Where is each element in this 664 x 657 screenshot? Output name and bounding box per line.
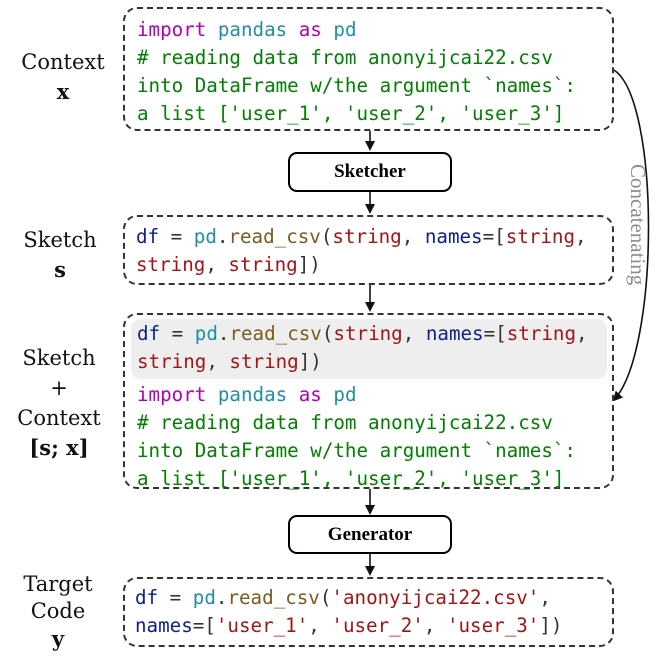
- label-context: Context x: [8, 48, 118, 106]
- combined-arg1: string: [333, 322, 403, 345]
- combined-var: df: [137, 322, 161, 345]
- target-sep1: ,: [308, 614, 332, 637]
- target-file: 'anonyijcai22.csv': [331, 586, 540, 609]
- module-name: pandas: [217, 18, 288, 41]
- target-var: df: [135, 586, 159, 609]
- sketch-close: ]): [297, 253, 321, 276]
- concatenating-label: Concatenating: [626, 164, 650, 286]
- label-context-text: Context: [21, 50, 105, 74]
- comment-line-3: a list ['user_1', 'user_2', 'user_3']: [137, 102, 565, 125]
- combined-dot: .: [217, 322, 230, 345]
- combined-kw-eq: =[: [483, 322, 507, 345]
- label-target: Target Code y: [3, 571, 113, 652]
- sketch-comma1: ,: [575, 225, 587, 248]
- sketch-arg2: string: [505, 225, 576, 248]
- sketch-comma2: ,: [205, 253, 229, 276]
- sketch-box: df = pd.read_csv(string, names=[string, …: [123, 215, 614, 285]
- sketch-arg1: string: [332, 225, 402, 248]
- combined-comment-line-2: into DataFrame w/the argument `names`:: [137, 439, 576, 462]
- label-sketch-text: Sketch: [23, 228, 97, 252]
- target-eq: =: [158, 586, 193, 609]
- target-func: read_csv: [227, 586, 320, 609]
- combined-comma2: ,: [206, 350, 230, 373]
- label-sketch-context-symbol: [s; x]: [29, 435, 89, 460]
- label-context-symbol: x: [56, 79, 70, 104]
- label-sketch: Sketch s: [5, 226, 115, 284]
- target-sep2: ,: [423, 614, 447, 637]
- sketch-code: df = pd.read_csv(string, names=[string, …: [136, 223, 587, 279]
- target-comma: ,: [539, 586, 551, 609]
- label-sketch-context: Sketch + Context [s; x]: [0, 343, 118, 463]
- sketch-arg4: string: [228, 253, 298, 276]
- combined-import-keyword: import: [137, 383, 207, 406]
- combined-eq: =: [160, 322, 195, 345]
- sketcher-step: Sketcher: [288, 152, 452, 192]
- sketch-sep1: ,: [401, 225, 425, 248]
- target-dot: .: [215, 586, 228, 609]
- sketch-func: read_csv: [228, 225, 321, 248]
- context-box: import pandas as pd # reading data from …: [123, 7, 614, 131]
- combined-kw: names: [425, 322, 484, 345]
- context-code: import pandas as pd # reading data from …: [137, 16, 576, 128]
- generator-step: Generator: [288, 515, 452, 554]
- sketch-eq: =: [159, 225, 194, 248]
- sketch-obj: pd: [193, 225, 217, 248]
- label-target-symbol: y: [51, 626, 65, 651]
- sketch-open: (: [320, 225, 333, 248]
- target-kw: names: [135, 614, 193, 637]
- as-keyword: as: [298, 18, 322, 41]
- sketch-dot: .: [216, 225, 229, 248]
- label-target-line2: Code: [30, 599, 86, 623]
- target-user-2: 'user_2': [331, 614, 424, 637]
- target-user-1: 'user_1': [215, 614, 309, 637]
- combined-arg2: string: [506, 322, 577, 345]
- combined-as-keyword: as: [298, 383, 322, 406]
- target-code: df = pd.read_csv('anonyijcai22.csv', nam…: [135, 584, 562, 640]
- combined-open: (: [321, 322, 334, 345]
- combined-arg4: string: [229, 350, 299, 373]
- combined-func: read_csv: [229, 322, 322, 345]
- target-code-box: df = pd.read_csv('anonyijcai22.csv', nam…: [123, 577, 614, 647]
- combined-obj: pd: [194, 322, 218, 345]
- import-keyword: import: [137, 18, 207, 41]
- sketch-highlight: [131, 319, 607, 379]
- combined-sketch-code: df = pd.read_csv(string, names=[string, …: [137, 320, 588, 376]
- target-open: (: [319, 586, 332, 609]
- combined-close: ]): [298, 350, 322, 373]
- sketch-context-box: df = pd.read_csv(string, names=[string, …: [123, 313, 614, 490]
- combined-comment-line-1: # reading data from anonyijcai22.csv: [137, 411, 553, 434]
- combined-module-name: pandas: [217, 383, 288, 406]
- combined-comma1: ,: [576, 322, 588, 345]
- combined-module-alias: pd: [333, 383, 357, 406]
- label-sketch-symbol: s: [54, 257, 66, 282]
- combined-sep1: ,: [402, 322, 426, 345]
- comment-line-1: # reading data from anonyijcai22.csv: [137, 46, 553, 69]
- module-alias: pd: [333, 18, 357, 41]
- label-sketch-context-line1: Sketch: [22, 346, 96, 370]
- label-sketch-context-plus: +: [50, 376, 68, 400]
- label-sketch-context-line3: Context: [17, 406, 101, 430]
- sketch-var: df: [136, 225, 160, 248]
- label-target-line1: Target: [23, 572, 93, 596]
- concatenating-arrow: [612, 69, 650, 402]
- target-kw-eq: =[: [192, 614, 216, 637]
- combined-arg3: string: [137, 350, 207, 373]
- comment-line-2: into DataFrame w/the argument `names`:: [137, 74, 576, 97]
- combined-comment-line-3: a list ['user_1', 'user_2', 'user_3']: [137, 467, 565, 490]
- sketch-kw-eq: =[: [482, 225, 506, 248]
- target-close: ]): [539, 614, 563, 637]
- sketch-arg3: string: [136, 253, 206, 276]
- combined-context-code: import pandas as pd # reading data from …: [137, 381, 576, 493]
- sketch-kw: names: [424, 225, 483, 248]
- target-user-3: 'user_3': [446, 614, 540, 637]
- target-obj: pd: [192, 586, 216, 609]
